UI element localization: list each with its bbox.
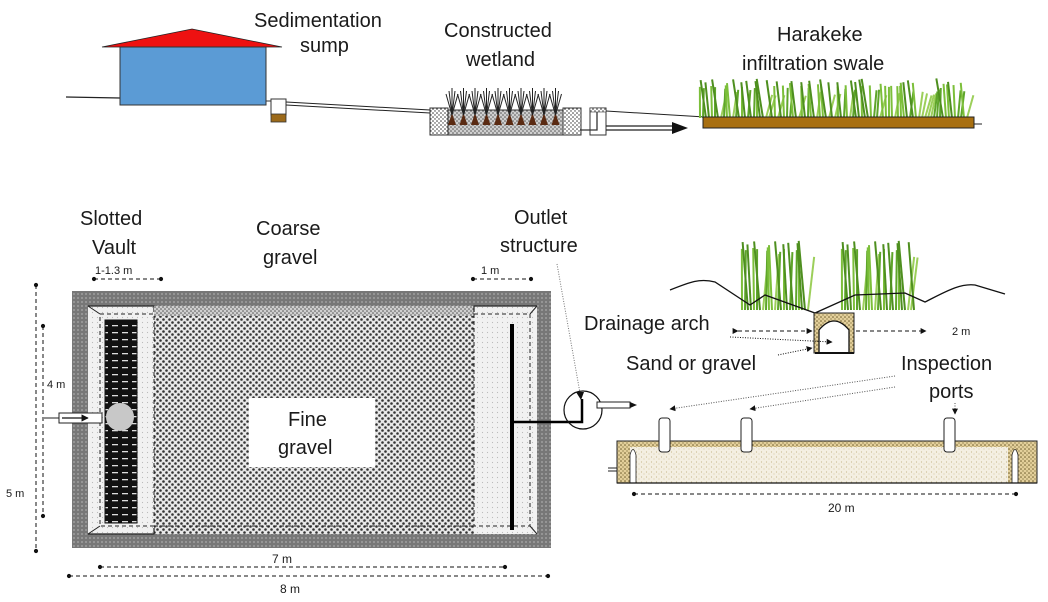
constructed-wetland — [429, 88, 706, 136]
dim-arch-spread: 2 m — [952, 326, 970, 338]
inspection-port — [943, 417, 956, 453]
reed-root — [517, 113, 525, 125]
trench-longitudinal — [608, 417, 1038, 484]
dim-vault-width: 1-1.3 m — [95, 265, 132, 277]
label-sedimentation-sump-2: sump — [300, 35, 349, 57]
sedimentation-sump — [270, 98, 287, 123]
reed-root — [528, 113, 537, 125]
pipe-to-wetland — [266, 100, 431, 114]
reed-root — [540, 113, 548, 125]
harakeke-swale — [698, 78, 982, 129]
arch-grass — [740, 240, 919, 311]
dim-inner-length: 7 m — [272, 552, 292, 566]
label-fine-gravel-2: gravel — [278, 437, 332, 459]
house — [101, 28, 283, 106]
label-slotted-vault-2: Vault — [92, 237, 137, 259]
inspection-port — [658, 417, 671, 453]
dim-outer-height: 5 m — [6, 488, 24, 500]
swale-grass — [698, 78, 975, 119]
reed-root — [448, 113, 456, 125]
dim-outer-length: 8 m — [280, 582, 300, 596]
label-fine-gravel-1: Fine — [288, 409, 327, 431]
reed-root — [551, 113, 560, 125]
label-constructed-wetland-1: Constructed — [444, 20, 552, 42]
inspection-port — [740, 417, 753, 453]
flow-arrow-icon — [672, 122, 688, 134]
label-constructed-wetland-2: wetland — [465, 49, 535, 71]
inlet-manhole — [106, 403, 134, 431]
outlet-structure — [512, 263, 637, 430]
outlet-zone — [474, 306, 537, 534]
label-outlet-1: Outlet — [514, 207, 568, 229]
ground-profile — [669, 279, 1006, 314]
wetland-reeds — [445, 88, 562, 125]
label-harakeke-2: infiltration swale — [742, 53, 884, 75]
ground-line — [65, 96, 121, 99]
dim-outlet-width: 1 m — [481, 265, 499, 277]
swale-bed — [702, 116, 975, 129]
label-inspection-ports-1: Inspection — [901, 353, 992, 375]
dim-trench-length: 20 m — [828, 501, 855, 515]
fine-gravel-label-box — [249, 398, 375, 467]
label-inspection-ports-2: ports — [929, 381, 973, 403]
label-sand-or-gravel: Sand or gravel — [626, 353, 756, 375]
reed-root — [505, 113, 514, 125]
reed-root — [471, 113, 479, 125]
label-drainage-arch: Drainage arch — [584, 313, 710, 335]
inlet-pipe — [44, 412, 103, 424]
reed-root — [494, 113, 502, 125]
label-slotted-vault-1: Slotted — [80, 208, 142, 230]
label-outlet-2: structure — [500, 235, 578, 257]
label-sedimentation-sump-1: Sedimentation — [254, 10, 382, 32]
arch-cross-section — [669, 240, 1006, 354]
reed-root — [482, 113, 491, 125]
drainage-arch — [818, 320, 850, 354]
label-coarse-gravel-2: gravel — [263, 247, 317, 269]
label-harakeke-1: Harakeke — [777, 24, 863, 46]
reed-root — [459, 113, 468, 125]
label-coarse-gravel-1: Coarse — [256, 218, 320, 240]
dim-inner-height: 4 m — [47, 379, 65, 391]
house-body — [119, 46, 267, 106]
